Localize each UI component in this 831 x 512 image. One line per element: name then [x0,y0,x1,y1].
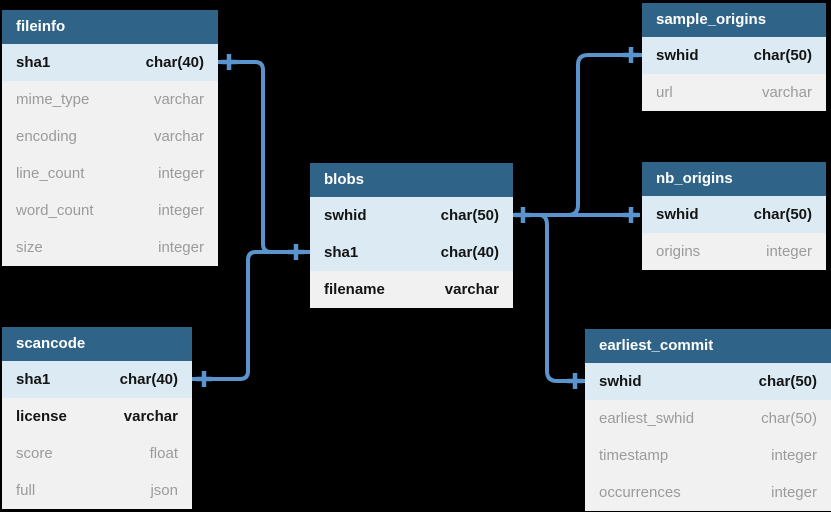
connector-scancode-sha1-to-blobs-sha1 [192,250,310,381]
column-row-encoding: encoding varchar [2,118,218,155]
column-type: char(50) [753,206,812,223]
table-blobs: blobs swhid char(50) sha1 char(40) filename v… [310,163,513,308]
column-row-sha1: sha1 char(40) [2,361,192,398]
cross-icon [623,47,639,63]
column-type: char(40) [440,244,499,261]
table-header-sample-origins: sample_origins [642,3,826,37]
column-type: integer [771,484,817,501]
column-type: char(50) [440,207,499,224]
column-type: varchar [153,128,204,145]
column-type: varchar [761,84,812,101]
column-row-swhid: swhid char(50) [585,363,831,400]
column-row-swhid: swhid char(50) [310,197,513,234]
cross-icon [196,371,212,387]
column-type: integer [771,447,817,464]
column-name: sha1 [16,371,51,388]
column-name: license [16,408,67,425]
column-name: sha1 [16,54,51,71]
table-header-earliest-commit: earliest_commit [585,329,831,363]
cross-icon [221,54,237,70]
connector-fileinfo-sha1-to-blobs-sha1 [218,60,310,254]
column-name: swhid [656,47,699,64]
cross-icon [288,244,304,260]
column-row-swhid: swhid char(50) [642,37,826,74]
connection-point-crosses [196,47,639,389]
table-header-fileinfo: fileinfo [2,10,218,44]
column-row-word_count: word_count integer [2,192,218,229]
column-name: full [16,482,36,499]
column-type: json [150,482,178,499]
column-row-occurrences: occurrences integer [585,474,831,511]
column-name: encoding [16,128,77,145]
column-type: char(40) [145,54,204,71]
column-row-score: score float [2,435,192,472]
column-type: char(50) [753,47,812,64]
column-name: sha1 [324,244,359,261]
column-type: char(40) [119,371,178,388]
column-row-origins: origins integer [642,233,826,270]
column-row-timestamp: timestamp integer [585,437,831,474]
column-name: earliest_swhid [599,410,695,427]
column-row-license: license varchar [2,398,192,435]
table-sample-origins: sample_origins swhid char(50) url varchar [642,3,826,111]
column-name: swhid [324,207,367,224]
column-name: filename [324,281,385,298]
table-nb-origins: nb_origins swhid char(50) origins integer [642,162,826,270]
column-type: char(50) [758,373,817,390]
cross-icon [515,207,531,223]
column-row-mime_type: mime_type varchar [2,81,218,118]
column-type: integer [158,202,204,219]
column-row-line_count: line_count integer [2,155,218,192]
column-name: line_count [16,165,85,182]
column-name: mime_type [16,91,90,108]
column-row-full: full json [2,472,192,509]
table-header-nb-origins: nb_origins [642,162,826,196]
column-type: varchar [123,408,178,425]
table-header-scancode: scancode [2,327,192,361]
column-type: integer [158,239,204,256]
column-type: integer [766,243,812,260]
column-row-earliest_swhid: earliest_swhid char(50) [585,400,831,437]
column-row-url: url varchar [642,74,826,111]
column-row-swhid: swhid char(50) [642,196,826,233]
column-name: timestamp [599,447,669,464]
column-name: score [16,445,53,462]
column-name: url [656,84,673,101]
column-name: swhid [656,206,699,223]
column-row-size: size integer [2,229,218,266]
column-type: varchar [444,281,499,298]
column-name: swhid [599,373,642,390]
column-type: float [149,445,178,462]
cross-icon [567,373,583,389]
cross-icon [623,207,639,223]
column-row-sha1: sha1 char(40) [310,234,513,271]
table-scancode: scancode sha1 char(40) license varchar score… [2,327,192,509]
connector-blobs-swhid-to-sample-origins-swhid [567,53,642,217]
column-type: varchar [153,91,204,108]
column-name: size [16,239,43,256]
column-row-sha1: sha1 char(40) [2,44,218,81]
column-name: word_count [16,202,94,219]
column-name: origins [656,243,701,260]
column-name: occurrences [599,484,681,501]
column-type: integer [158,165,204,182]
table-header-blobs: blobs [310,163,513,197]
connector-blobs-swhid-to-earliest-commit-swhid [538,213,585,383]
column-row-filename: filename varchar [310,271,513,308]
column-type: char(50) [761,410,817,427]
